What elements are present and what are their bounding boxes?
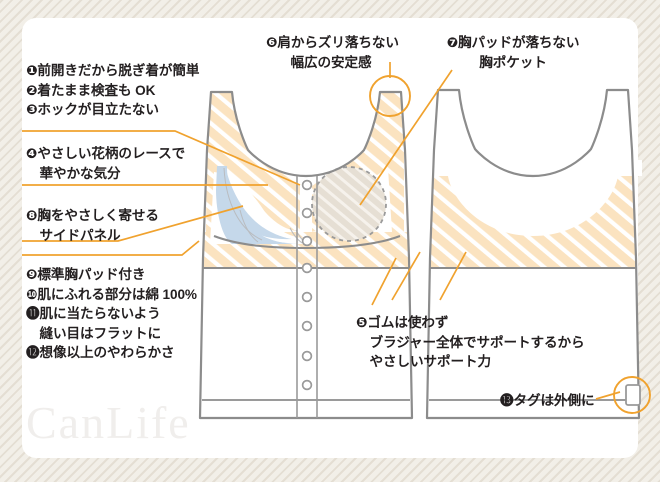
- front-view-garment: [198, 90, 414, 420]
- callout-item-6: ❻肩からズリ落ちない 幅広の安定感: [266, 35, 399, 70]
- chest-pocket-marker: [311, 166, 387, 242]
- callout-items-1-3: ❶前開きだから脱ぎ着が簡単 ❷着たまま検査も OK ❸ホックが目立たない: [26, 63, 200, 118]
- front-button-placket: [296, 176, 318, 418]
- callout-item-13: ⓭タグは外側に: [500, 393, 595, 408]
- callout-item-8: ❽胸をやさしく寄せる サイドパネル: [26, 208, 159, 243]
- canlife-watermark: CanLife: [26, 397, 191, 448]
- callout-item-7: ❼胸パッドが落ちない 胸ポケット: [446, 35, 580, 70]
- garment-tag: [625, 384, 641, 406]
- callout-item-5: ❺ゴムは使わず ブラジャー全体でサポートするから やさしいサポート力: [356, 315, 585, 370]
- callout-leader-lines: [22, 62, 621, 400]
- back-view-garment: [424, 88, 642, 420]
- callout-items-9-12: ❾標準胸パッド付き ❿肌にふれる部分は綿 100% ⓫肌に当たらないよう 縫い目…: [26, 267, 197, 361]
- shoulder-strap-highlight-circle: [369, 75, 411, 117]
- callout-circles: [369, 75, 651, 414]
- callout-item-4: ❹やさしい花柄のレースで 華やかな気分: [26, 146, 186, 181]
- tag-highlight-circle: [613, 376, 651, 414]
